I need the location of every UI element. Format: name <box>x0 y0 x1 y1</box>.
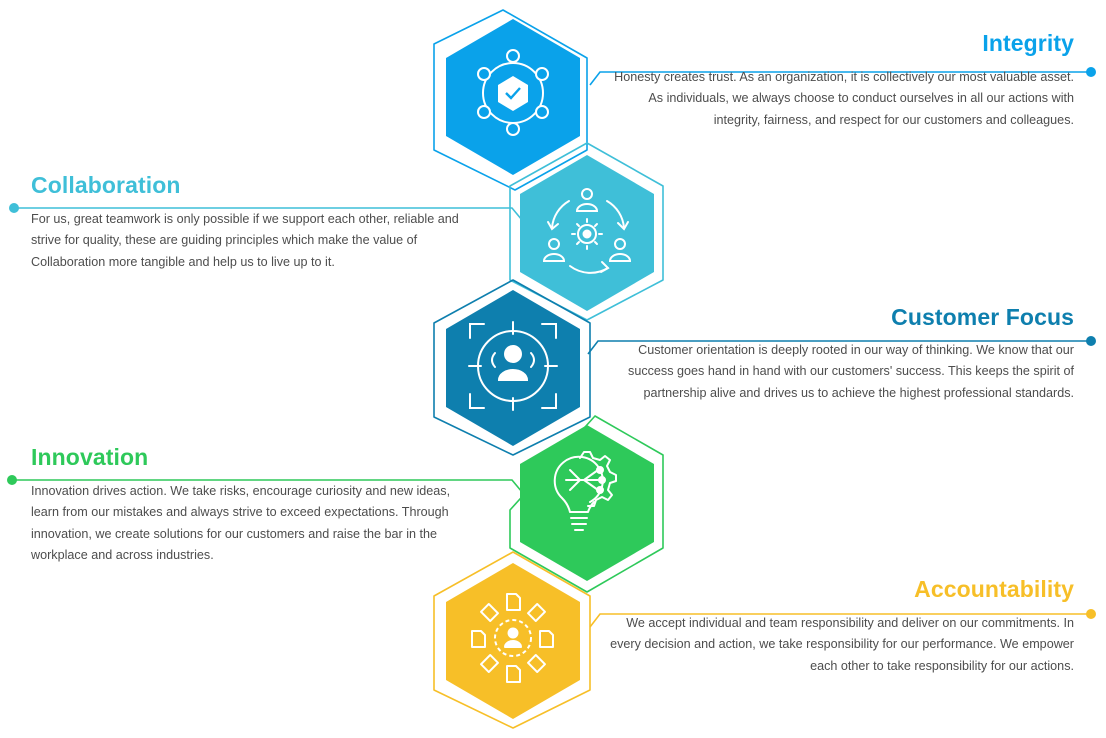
network-shield-icon <box>477 49 549 136</box>
collaboration-group <box>9 142 664 321</box>
integrity-connector <box>589 71 1091 86</box>
person-documents-icon <box>471 593 554 683</box>
collaboration-title: Collaboration <box>31 172 181 198</box>
innovation-hex-outline <box>509 415 664 593</box>
customer-focus-hex-outline <box>433 279 591 456</box>
innovation-description: Innovation drives action. We take risks,… <box>31 484 451 562</box>
innovation-block: Innovation Innovation drives action. We … <box>31 444 471 566</box>
integrity-block: Integrity Honesty creates trust. As an o… <box>600 30 1074 131</box>
customer-focus-description: Customer orientation is deeply rooted in… <box>628 343 1074 400</box>
customer-focus-connector-dot <box>1086 336 1096 346</box>
innovation-title: Innovation <box>31 444 149 470</box>
idea-bulb-gear-icon <box>553 451 617 531</box>
accountability-title: Accountability <box>914 576 1074 602</box>
customer-target-icon <box>468 321 558 411</box>
integrity-title: Integrity <box>982 30 1074 56</box>
collaboration-connector <box>14 207 523 221</box>
accountability-block: Accountability We accept individual and … <box>600 576 1074 677</box>
accountability-hex-outline <box>433 551 591 729</box>
customer-focus-block: Customer Focus Customer orientation is d… <box>600 304 1074 404</box>
integrity-hex-outline <box>433 9 588 191</box>
accountability-description: We accept individual and team responsibi… <box>610 616 1074 673</box>
accountability-group <box>433 551 1096 729</box>
customer-focus-title: Customer Focus <box>891 304 1074 330</box>
innovation-connector-dot <box>7 475 17 485</box>
accountability-connector-dot <box>1086 609 1096 619</box>
innovation-group <box>7 415 664 593</box>
collaboration-description: For us, great teamwork is only possible … <box>31 212 459 269</box>
collaboration-block: Collaboration For us, great teamwork is … <box>31 172 471 273</box>
team-cycle-gear-icon <box>542 188 632 274</box>
integrity-connector-dot <box>1086 67 1096 77</box>
innovation-hex <box>520 425 654 581</box>
innovation-connector <box>12 479 523 493</box>
customer-focus-connector <box>587 340 1091 355</box>
collaboration-hex-outline <box>509 142 664 321</box>
customer-focus-hex <box>446 290 580 446</box>
collaboration-connector-dot <box>9 203 19 213</box>
integrity-group <box>433 9 1096 191</box>
accountability-connector <box>589 613 1091 628</box>
customer-focus-group <box>433 279 1096 456</box>
integrity-description: Honesty creates trust. As an organizatio… <box>614 70 1074 127</box>
